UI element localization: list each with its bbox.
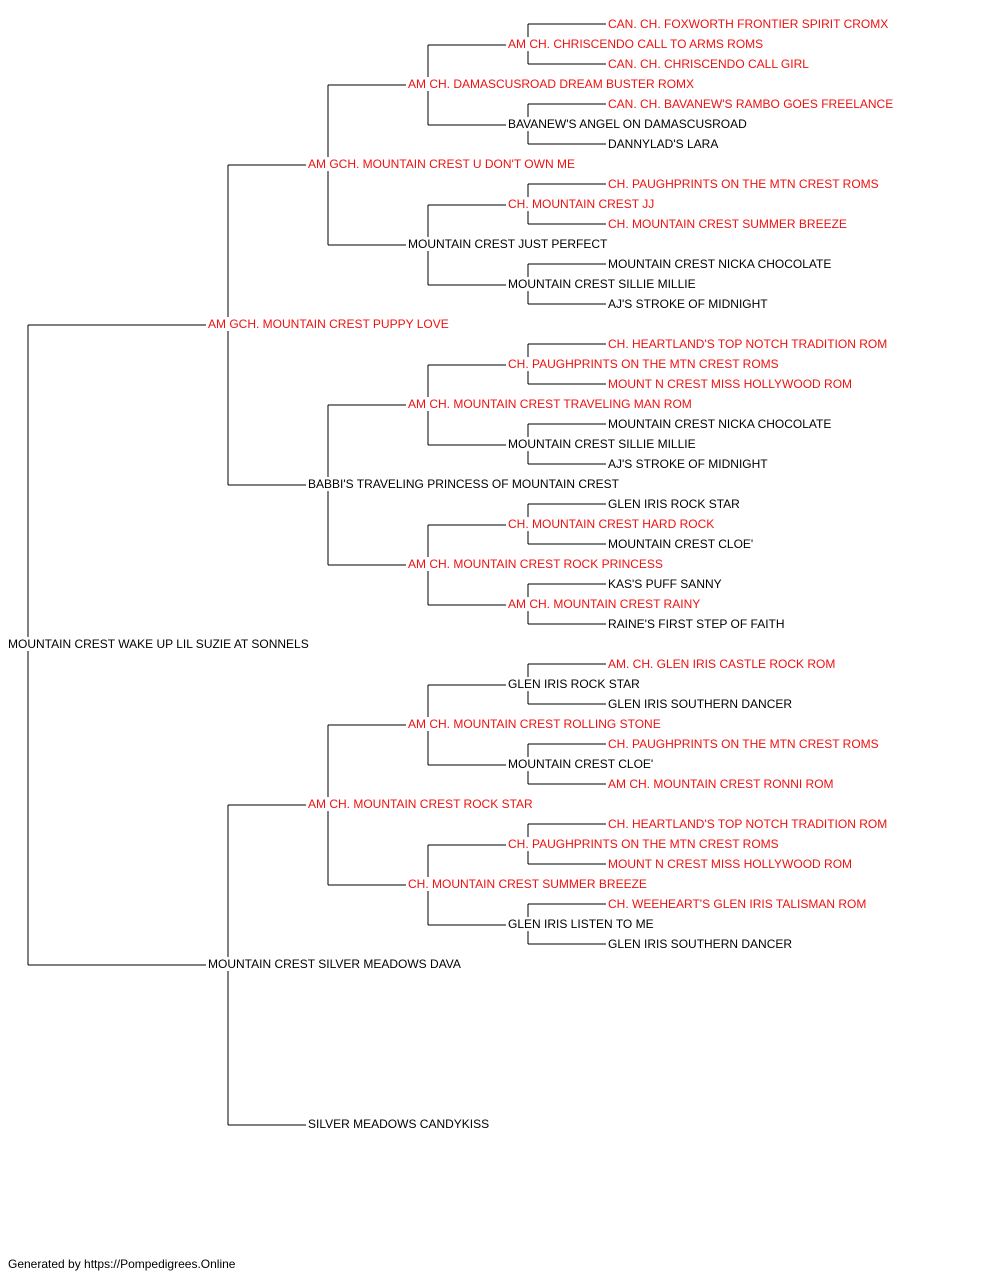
ancestor-sire-gen5: KAS'S PUFF SANNY [607, 577, 723, 591]
ancestor-dam-gen5: DANNYLAD'S LARA [607, 137, 720, 151]
ancestor-dam-gen4: MOUNTAIN CREST SILLIE MILLIE [507, 277, 697, 291]
ancestor-sire-gen4: CH. PAUGHPRINTS ON THE MTN CREST ROMS [507, 837, 780, 851]
ancestor-dam-gen4: GLEN IRIS LISTEN TO ME [507, 917, 655, 931]
ancestor-dam-gen5: RAINE'S FIRST STEP OF FAITH [607, 617, 786, 631]
ancestor-sire-gen3: AM CH. MOUNTAIN CREST TRAVELING MAN ROM [407, 397, 693, 411]
ancestor-sire-gen3: AM CH. MOUNTAIN CREST ROLLING STONE [407, 717, 662, 731]
ancestor-dam-gen3: CH. MOUNTAIN CREST SUMMER BREEZE [407, 877, 648, 891]
ancestor-sire-gen4: AM CH. CHRISCENDO CALL TO ARMS ROMS [507, 37, 765, 51]
ancestor-dam-gen1: MOUNTAIN CREST SILVER MEADOWS DAVA [207, 957, 462, 971]
ancestor-dam-gen5: CH. MOUNTAIN CREST SUMMER BREEZE [607, 217, 848, 231]
ancestor-sire-gen2: AM GCH. MOUNTAIN CREST U DON'T OWN ME [307, 157, 576, 171]
ancestor-sire-gen5: AM. CH. GLEN IRIS CASTLE ROCK ROM [607, 657, 837, 671]
footer-credit: Generated by https://Pompedigrees.Online [8, 1257, 236, 1271]
ancestor-dam-gen5: GLEN IRIS SOUTHERN DANCER [607, 697, 794, 711]
ancestor-dam-gen5: MOUNT N CREST MISS HOLLYWOOD ROM [607, 857, 854, 871]
ancestor-dam-gen5: AJ'S STROKE OF MIDNIGHT [607, 297, 769, 311]
ancestor-sire-gen5: CAN. CH. FOXWORTH FRONTIER SPIRIT CROMX [607, 17, 890, 31]
ancestor-sire-gen5: MOUNTAIN CREST NICKA CHOCOLATE [607, 417, 833, 431]
ancestor-sire-gen5: CH. PAUGHPRINTS ON THE MTN CREST ROMS [607, 177, 880, 191]
ancestor-sire-gen5: GLEN IRIS ROCK STAR [607, 497, 741, 511]
ancestor-dam-gen5: GLEN IRIS SOUTHERN DANCER [607, 937, 794, 951]
ancestor-sire-gen4: CH. PAUGHPRINTS ON THE MTN CREST ROMS [507, 357, 780, 371]
ancestor-sire-gen4: CH. MOUNTAIN CREST HARD ROCK [507, 517, 716, 531]
ancestor-dam-gen5: AJ'S STROKE OF MIDNIGHT [607, 457, 769, 471]
ancestor-dam-gen5: MOUNT N CREST MISS HOLLYWOOD ROM [607, 377, 854, 391]
ancestor-dam-gen3: AM CH. MOUNTAIN CREST ROCK PRINCESS [407, 557, 664, 571]
ancestor-dam-gen4: MOUNTAIN CREST SILLIE MILLIE [507, 437, 697, 451]
ancestor-dam-gen5: AM CH. MOUNTAIN CREST RONNI ROM [607, 777, 835, 791]
ancestor-sire-gen5: MOUNTAIN CREST NICKA CHOCOLATE [607, 257, 833, 271]
ancestor-dam-gen4: AM CH. MOUNTAIN CREST RAINY [507, 597, 702, 611]
ancestor-sire-gen5: CH. HEARTLAND'S TOP NOTCH TRADITION ROM [607, 337, 889, 351]
ancestor-sire-gen3: AM CH. DAMASCUSROAD DREAM BUSTER ROMX [407, 77, 696, 91]
ancestor-sire-gen4: GLEN IRIS ROCK STAR [507, 677, 641, 691]
subject-dog-name: MOUNTAIN CREST WAKE UP LIL SUZIE AT SONN… [7, 637, 310, 651]
ancestor-dam-gen3: MOUNTAIN CREST JUST PERFECT [407, 237, 609, 251]
ancestor-sire-gen5: CAN. CH. BAVANEW'S RAMBO GOES FREELANCE [607, 97, 895, 111]
ancestor-dam-gen5: CAN. CH. CHRISCENDO CALL GIRL [607, 57, 810, 71]
ancestor-dam-gen2: BABBI'S TRAVELING PRINCESS OF MOUNTAIN C… [307, 477, 621, 491]
ancestor-sire-gen1: AM GCH. MOUNTAIN CREST PUPPY LOVE [207, 317, 450, 331]
ancestor-dam-gen5: MOUNTAIN CREST CLOE' [607, 537, 755, 551]
ancestor-dam-gen4: MOUNTAIN CREST CLOE' [507, 757, 655, 771]
ancestor-sire-gen2: AM CH. MOUNTAIN CREST ROCK STAR [307, 797, 534, 811]
ancestor-sire-gen5: CH. WEEHEART'S GLEN IRIS TALISMAN ROM [607, 897, 868, 911]
ancestor-sire-gen5: CH. PAUGHPRINTS ON THE MTN CREST ROMS [607, 737, 880, 751]
ancestor-dam-gen4: BAVANEW'S ANGEL ON DAMASCUSROAD [507, 117, 748, 131]
ancestor-dam-gen2: SILVER MEADOWS CANDYKISS [307, 1117, 491, 1131]
ancestor-sire-gen4: CH. MOUNTAIN CREST JJ [507, 197, 656, 211]
ancestor-sire-gen5: CH. HEARTLAND'S TOP NOTCH TRADITION ROM [607, 817, 889, 831]
